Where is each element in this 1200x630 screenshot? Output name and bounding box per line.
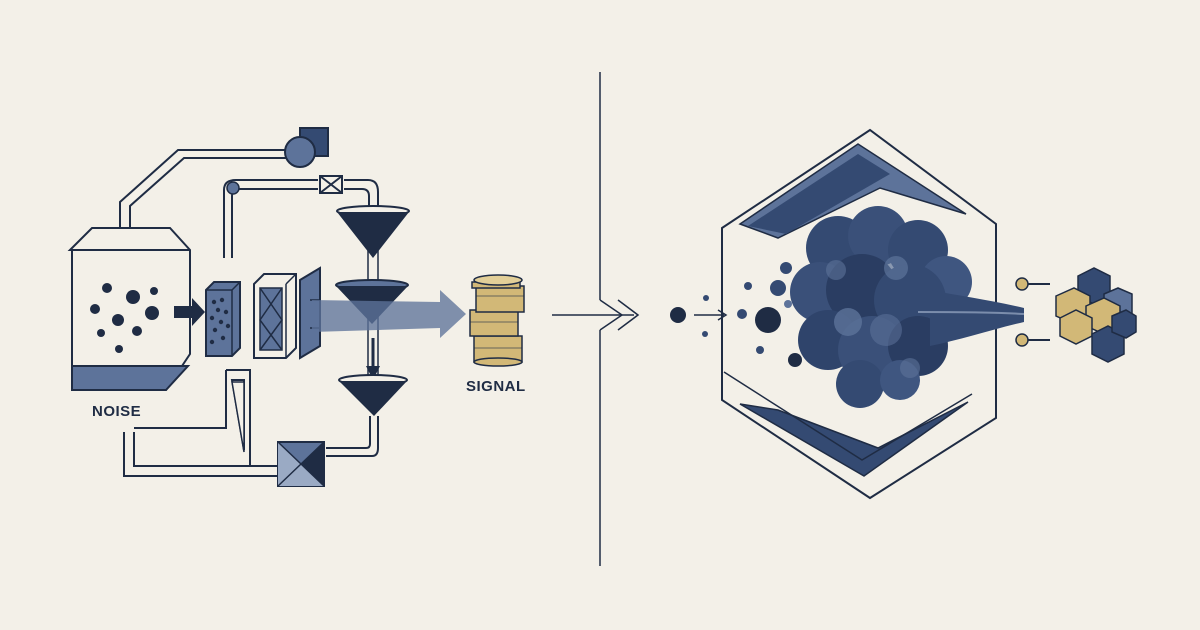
particle xyxy=(115,345,123,353)
signal-label: SIGNAL xyxy=(466,378,526,395)
particle xyxy=(702,331,708,337)
particle xyxy=(737,309,747,319)
signal-beam xyxy=(312,290,466,338)
particle xyxy=(97,329,105,337)
particle xyxy=(788,353,802,367)
particle xyxy=(150,287,158,295)
noise-label: NOISE xyxy=(92,403,141,420)
particle xyxy=(126,290,140,304)
return-pipe xyxy=(123,416,379,477)
noise-hopper xyxy=(67,227,191,391)
particle xyxy=(780,262,792,274)
funnel-icon xyxy=(336,205,410,258)
cube-cluster-icon xyxy=(1055,267,1137,363)
divider xyxy=(552,72,640,566)
particle xyxy=(90,304,100,314)
particle xyxy=(112,314,124,326)
mixer-box-icon xyxy=(277,441,325,487)
filter-plate-perforated xyxy=(205,281,241,357)
filtration-system: NOISE xyxy=(67,127,466,487)
funnel-icon xyxy=(338,374,408,416)
feed-pipe xyxy=(119,149,290,236)
coin-stack-icon xyxy=(469,274,525,367)
chevron-arrow-icon xyxy=(599,299,640,331)
input-arrow-icon xyxy=(694,309,728,321)
particle xyxy=(703,295,709,301)
particle xyxy=(756,346,764,354)
nozzle-icon xyxy=(1015,277,1050,291)
particle xyxy=(102,283,112,293)
smoke-cloud xyxy=(790,206,1025,408)
flow-arrow-icon xyxy=(174,298,205,326)
particle xyxy=(784,300,792,308)
valve-icon xyxy=(319,175,343,194)
filter-plate-mesh xyxy=(253,273,297,359)
particle xyxy=(744,282,752,290)
pipe-joint-icon xyxy=(226,181,240,195)
top-pipe xyxy=(223,179,379,258)
panel-bottom xyxy=(739,401,969,477)
particle xyxy=(132,326,142,336)
pump-icon xyxy=(284,127,329,168)
nozzle-icon xyxy=(1015,333,1050,347)
particle xyxy=(755,307,781,333)
particle xyxy=(770,280,786,296)
particle xyxy=(670,307,686,323)
particle xyxy=(145,306,159,320)
hexagon-chamber xyxy=(670,128,1050,500)
